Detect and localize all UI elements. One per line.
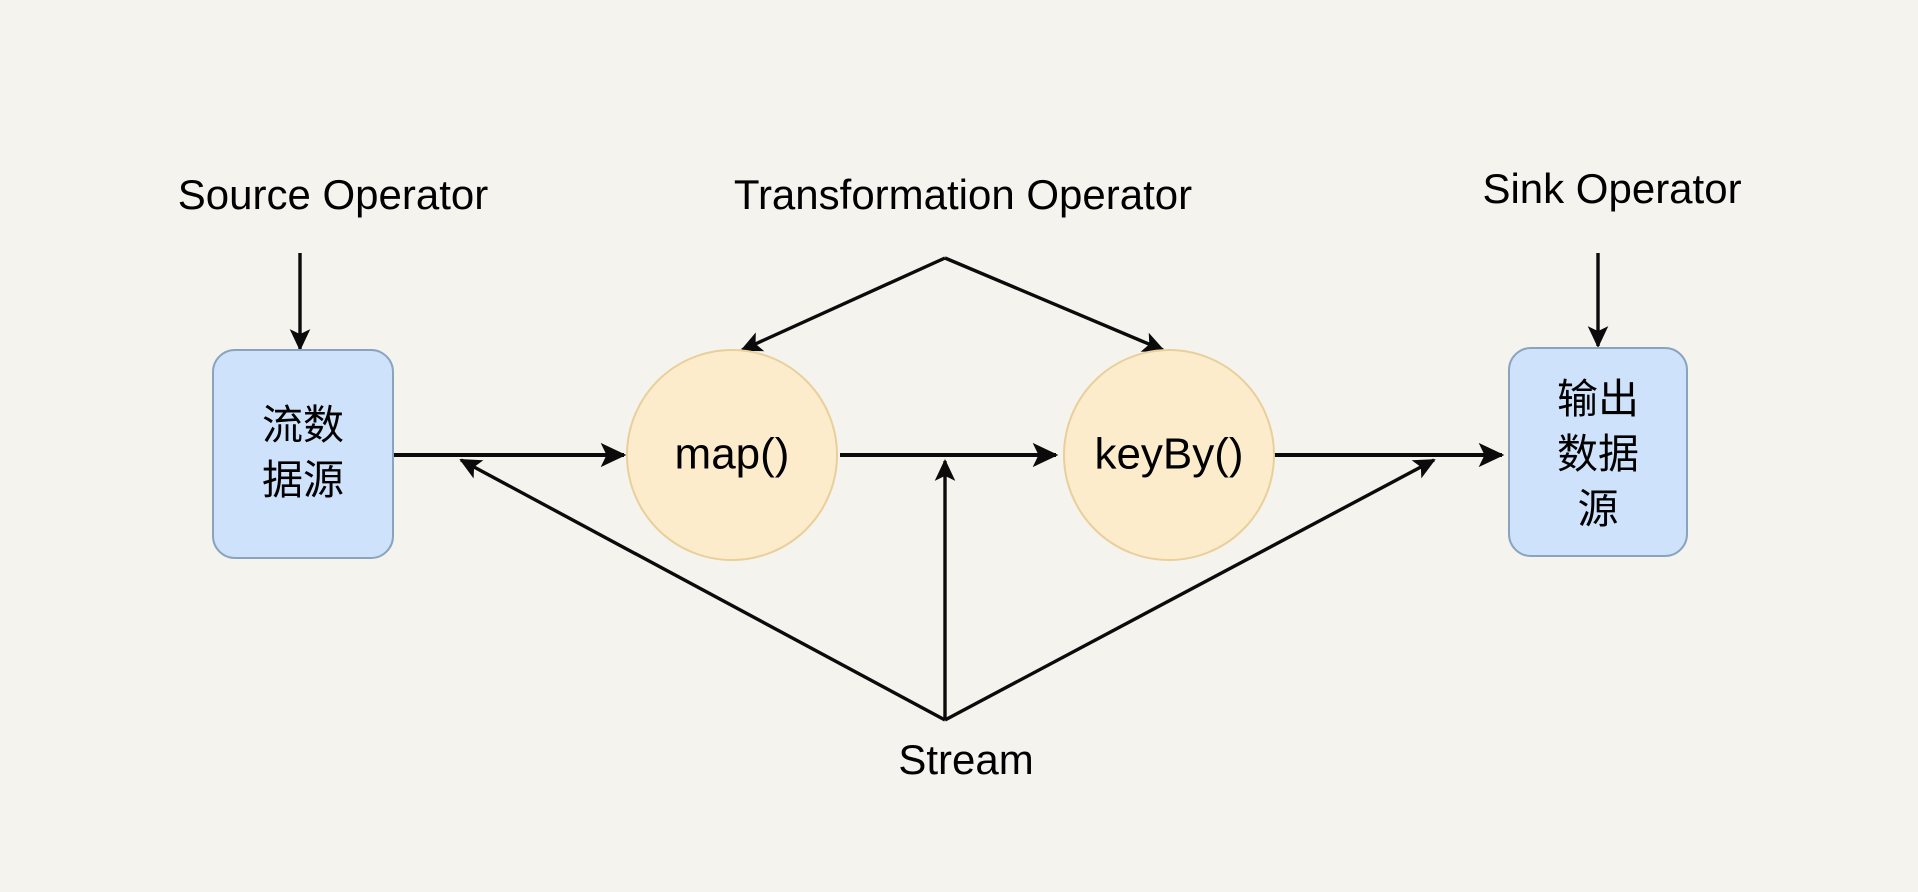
source-operator-annotation: Source Operator [178,171,489,218]
sink-node-label-line2: 数据 [1557,430,1639,478]
keyby-operator-node[interactable] [1063,349,1275,561]
transformation-pointer-to-map [740,256,946,352]
keyby-operator-label: keyBy() [1094,430,1243,479]
source-node-label-line1: 流数 [262,401,344,449]
map-operator-label: map() [675,430,790,479]
map-operator-node[interactable] [626,349,838,561]
sink-node-label-line3: 源 [1578,485,1619,533]
stream-annotation: Stream [898,736,1033,783]
transformation-pointer-to-keyby [944,256,1165,352]
stream-pointer-right [944,458,1436,722]
stream-pointer-left [459,458,946,722]
transformation-operator-annotation: Transformation Operator [734,171,1192,218]
sink-operator-annotation: Sink Operator [1482,165,1741,212]
sink-node-box[interactable] [1508,347,1688,557]
source-node-box[interactable] [212,349,394,559]
source-node-label-line2: 据源 [262,456,344,504]
sink-node-label-line1: 输出 [1557,375,1639,423]
